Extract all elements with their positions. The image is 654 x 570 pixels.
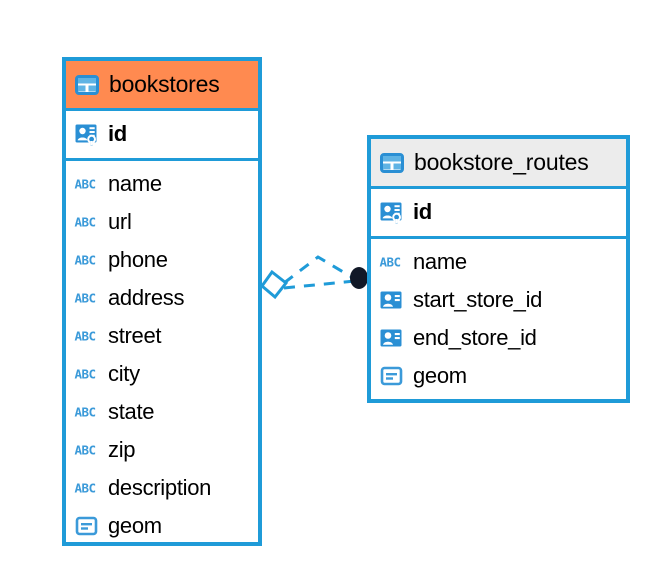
field-label-address: address bbox=[108, 285, 185, 310]
field-label-end-store-id: end_store_id bbox=[413, 325, 537, 350]
relationship-line-upper bbox=[283, 255, 356, 285]
field-row-end-store-id[interactable]: end_store_id bbox=[371, 319, 626, 357]
field-row-phone[interactable]: ABC phone bbox=[66, 241, 258, 279]
field-row-start-store-id[interactable]: start_store_id bbox=[371, 281, 626, 319]
field-label-zip: zip bbox=[108, 437, 136, 462]
field-row-city[interactable]: ABC city bbox=[66, 355, 258, 393]
primary-key-section-bookstore-routes: id bbox=[371, 189, 626, 239]
foreign-key-icon bbox=[379, 287, 405, 313]
svg-text:ABC: ABC bbox=[75, 215, 96, 230]
entity-table-bookstores[interactable]: bookstores bbox=[62, 57, 262, 546]
field-label-state: state bbox=[108, 399, 155, 424]
entity-header-bookstores[interactable]: bookstores bbox=[66, 61, 258, 111]
primary-key-icon bbox=[379, 199, 405, 225]
field-label-street: street bbox=[108, 323, 162, 348]
diamond-endpoint-icon bbox=[259, 269, 289, 300]
table-icon bbox=[74, 72, 100, 98]
text-type-icon: ABC bbox=[74, 404, 100, 420]
field-row-url[interactable]: ABC url bbox=[66, 203, 258, 241]
field-row-id[interactable]: id bbox=[371, 193, 626, 231]
text-type-icon: ABC bbox=[74, 252, 100, 268]
field-label-id: id bbox=[108, 121, 127, 146]
svg-text:ABC: ABC bbox=[75, 405, 96, 420]
field-label-id: id bbox=[413, 199, 432, 224]
text-type-icon: ABC bbox=[74, 176, 100, 192]
text-type-icon: ABC bbox=[74, 366, 100, 382]
entity-title-bookstores: bookstores bbox=[109, 71, 220, 97]
field-label-geom: geom bbox=[413, 363, 467, 388]
field-row-description[interactable]: ABC description bbox=[66, 469, 258, 507]
table-icon bbox=[379, 150, 405, 176]
svg-text:ABC: ABC bbox=[75, 329, 96, 344]
geometry-type-icon bbox=[74, 513, 100, 539]
field-label-description: description bbox=[108, 475, 212, 500]
geometry-type-icon bbox=[379, 363, 405, 389]
field-label-phone: phone bbox=[108, 247, 168, 272]
field-row-id[interactable]: id bbox=[66, 115, 258, 153]
field-row-name[interactable]: ABC name bbox=[66, 165, 258, 203]
field-label-city: city bbox=[108, 361, 140, 386]
svg-text:ABC: ABC bbox=[75, 253, 96, 268]
svg-text:ABC: ABC bbox=[75, 291, 96, 306]
primary-key-section-bookstores: id bbox=[66, 111, 258, 161]
field-row-geom[interactable]: geom bbox=[66, 507, 258, 545]
field-label-geom: geom bbox=[108, 513, 162, 538]
entity-title-bookstore-routes: bookstore_routes bbox=[414, 149, 589, 175]
field-label-start-store-id: start_store_id bbox=[413, 287, 543, 312]
entity-header-bookstore-routes[interactable]: bookstore_routes bbox=[371, 139, 626, 189]
field-row-street[interactable]: ABC street bbox=[66, 317, 258, 355]
fields-section-bookstore-routes: ABC name start_store_id bbox=[371, 239, 626, 395]
fields-section-bookstores: ABC name ABC url ABC p bbox=[66, 161, 258, 545]
text-type-icon: ABC bbox=[74, 328, 100, 344]
field-row-zip[interactable]: ABC zip bbox=[66, 431, 258, 469]
field-row-geom[interactable]: geom bbox=[371, 357, 626, 395]
relationship-line-lower bbox=[283, 279, 356, 290]
field-label-name: name bbox=[108, 171, 162, 196]
filled-circle-endpoint-icon bbox=[350, 267, 368, 289]
field-row-address[interactable]: ABC address bbox=[66, 279, 258, 317]
primary-key-icon bbox=[74, 121, 100, 147]
text-type-icon: ABC bbox=[74, 290, 100, 306]
svg-text:ABC: ABC bbox=[75, 481, 96, 496]
svg-text:ABC: ABC bbox=[75, 443, 96, 458]
entity-table-bookstore-routes[interactable]: bookstore_routes bbox=[367, 135, 630, 403]
field-label-name: name bbox=[413, 249, 467, 274]
text-type-icon: ABC bbox=[74, 480, 100, 496]
foreign-key-icon bbox=[379, 325, 405, 351]
text-type-icon: ABC bbox=[379, 254, 405, 270]
field-row-state[interactable]: ABC state bbox=[66, 393, 258, 431]
field-label-url: url bbox=[108, 209, 132, 234]
svg-text:ABC: ABC bbox=[75, 177, 96, 192]
svg-text:ABC: ABC bbox=[380, 255, 401, 270]
field-row-name[interactable]: ABC name bbox=[371, 243, 626, 281]
text-type-icon: ABC bbox=[74, 214, 100, 230]
text-type-icon: ABC bbox=[74, 442, 100, 458]
svg-text:ABC: ABC bbox=[75, 367, 96, 382]
